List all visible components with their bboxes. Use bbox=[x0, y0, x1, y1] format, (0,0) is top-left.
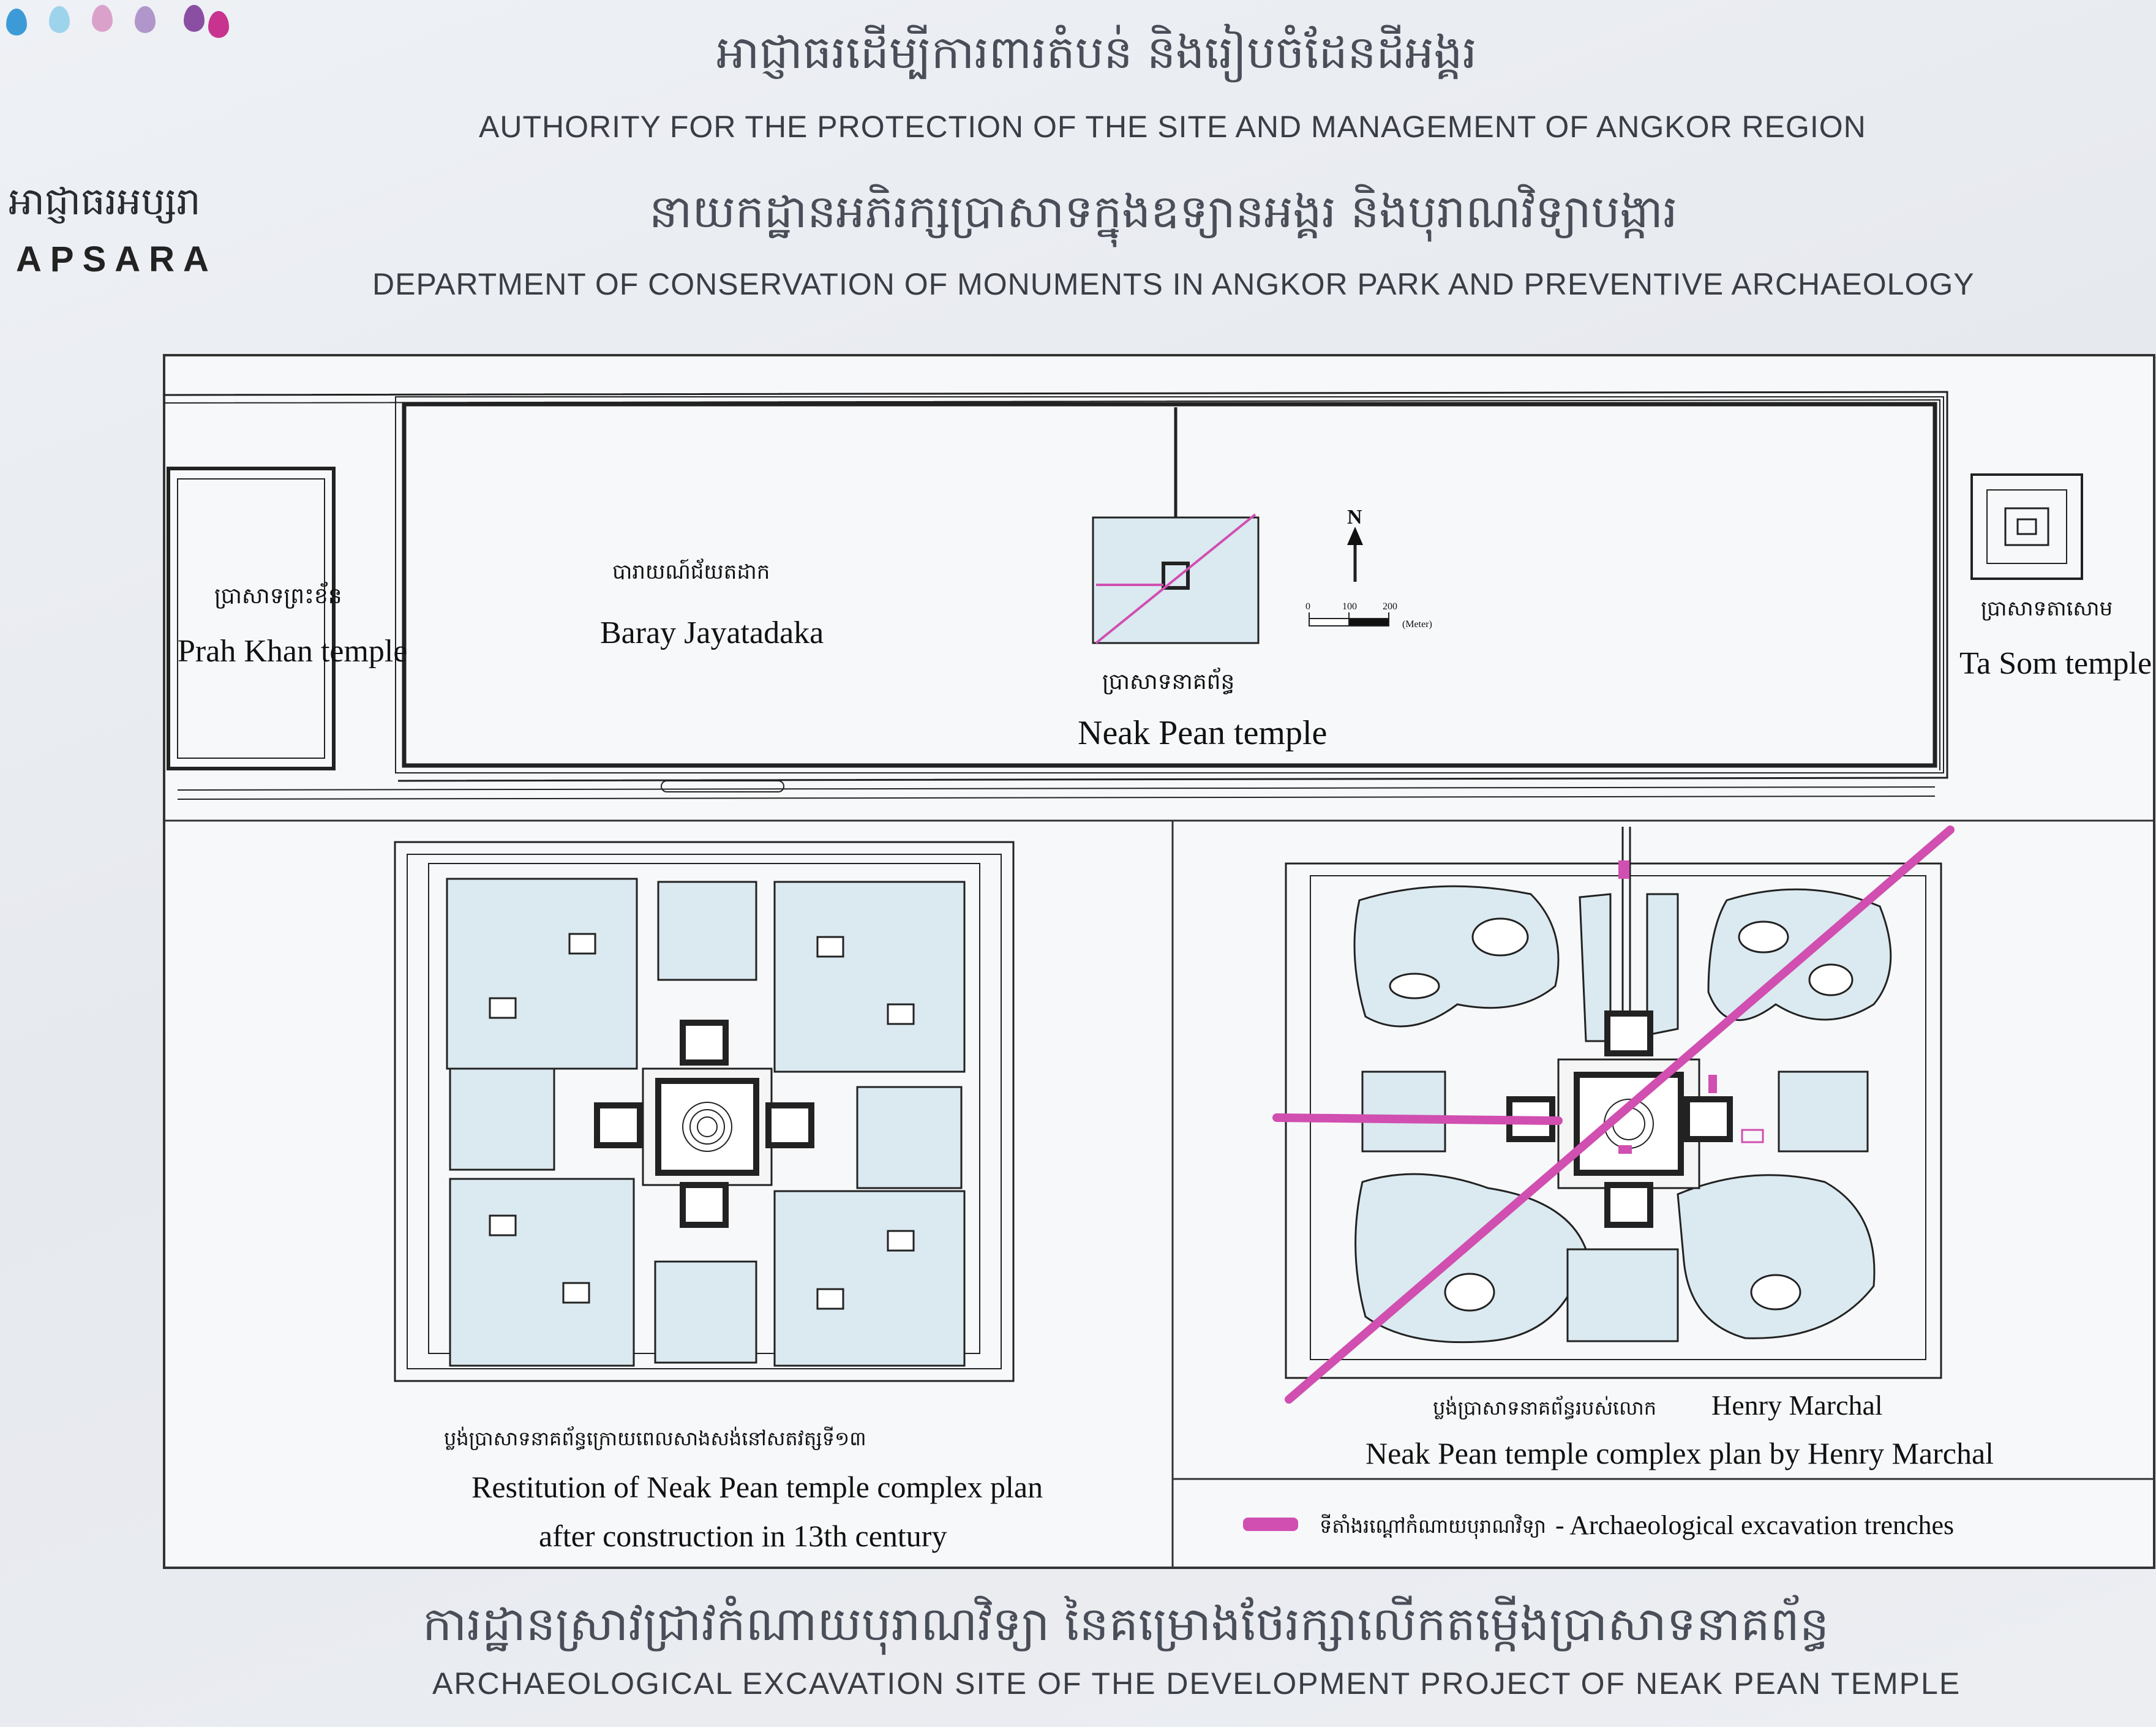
ta-som-label-kh: ប្រាសាទតាសោម bbox=[1981, 596, 2113, 621]
legend-label-en: - Archaeological excavation trenches bbox=[1555, 1510, 1954, 1540]
scale-0: 0 bbox=[1305, 601, 1310, 612]
prah-khan-label: Prah Khan temple bbox=[178, 634, 407, 669]
header-khmer-2: នាយកដ្ឋានអភិរក្សប្រាសាទក្នុងឧទ្យានអង្គរ … bbox=[649, 186, 1678, 238]
left-plan-caption-kh: ប្លង់ប្រាសាទនាគព័ន្ធក្រោយពេលសាងសង់នៅសតវត… bbox=[444, 1426, 866, 1450]
prah-khan-outline bbox=[167, 467, 336, 770]
restitution-plan bbox=[394, 841, 1015, 1382]
top-overview-map bbox=[163, 391, 2083, 800]
drop-icon bbox=[208, 11, 229, 38]
right-plan-caption-kh: ប្លង់ប្រាសាទនាគព័ន្ធរបស់លោក bbox=[1433, 1395, 1656, 1420]
north-label: N bbox=[1347, 506, 1362, 529]
header-english-1: AUTHORITY FOR THE PROTECTION OF THE SITE… bbox=[479, 110, 1866, 144]
marchal-plan bbox=[1285, 827, 1942, 1379]
ta-som-outline bbox=[1970, 473, 2083, 580]
left-plan-caption-1: Restitution of Neak Pean temple complex … bbox=[471, 1470, 1043, 1504]
right-plan-caption-en: Neak Pean temple complex plan by Henry M… bbox=[1365, 1436, 1994, 1470]
baray-outline bbox=[402, 402, 1937, 768]
logo-khmer: អាជ្ញាធរអប្សរា bbox=[9, 179, 201, 224]
prah-khan-label-kh: ប្រាសាទព្រះខ័ន bbox=[214, 582, 342, 609]
left-plan-caption-2: after construction in 13th century bbox=[539, 1519, 947, 1553]
header-khmer-1: អាជ្ញាធរដើម្បីការពារតំបន់ និងរៀបចំដែនដីអ… bbox=[716, 26, 1477, 79]
header-english-2: DEPARTMENT OF CONSERVATION OF MONUMENTS … bbox=[372, 267, 1975, 301]
excavation-trenches bbox=[1272, 826, 1955, 1404]
neak-pean-label-kh: ប្រាសាទនាគព័ន្ធ bbox=[1102, 668, 1234, 694]
footer-khmer: ការដ្ឋានស្រាវជ្រាវកំណាយបុរាណវិទ្យា នៃគម្… bbox=[423, 1597, 1830, 1651]
scale-unit: (Meter) bbox=[1402, 619, 1432, 630]
ta-som-label: Ta Som temple bbox=[1959, 646, 2152, 681]
logo-apsara: APSARA bbox=[16, 239, 217, 279]
scale-100: 100 bbox=[1342, 601, 1357, 612]
baray-label-kh: បារាយណ៍ជ័យតដាក bbox=[612, 558, 770, 584]
drop-icon bbox=[92, 5, 113, 32]
legend-label-kh: ទីតាំងរណ្តៅកំណាយបុរាណវិទ្យា bbox=[1320, 1514, 1546, 1540]
scale-200: 200 bbox=[1383, 601, 1397, 612]
trench-legend-swatch bbox=[1243, 1518, 1298, 1531]
neak-pean-label: Neak Pean temple bbox=[1078, 714, 1327, 752]
baray-label: Baray Jayatadaka bbox=[600, 615, 824, 650]
right-plan-caption-name: Henry Marchal bbox=[1711, 1390, 1883, 1421]
footer-english: ARCHAEOLOGICAL EXCAVATION SITE OF THE DE… bbox=[432, 1666, 1961, 1701]
drop-icon bbox=[184, 5, 205, 32]
drop-icon bbox=[6, 9, 27, 36]
drop-icon bbox=[135, 6, 156, 33]
drop-icon bbox=[49, 6, 70, 33]
